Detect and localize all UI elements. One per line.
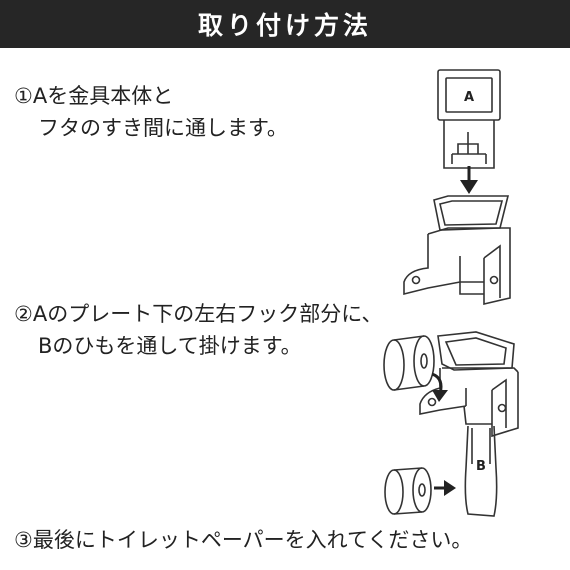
step-1-instructions: ①Aを金具本体と フタのすき間に通します。 <box>14 80 288 144</box>
curved-arrow-icon <box>431 372 448 402</box>
header-bar: 取り付け方法 <box>0 0 570 48</box>
arrow-right-icon <box>434 480 456 496</box>
label-b: B <box>476 459 486 474</box>
strap-b-icon <box>464 425 498 517</box>
step-1-line-1: ①Aを金具本体と <box>14 84 174 108</box>
step-2-instructions: ②Aのプレート下の左右フック部分に、 Bのひもを通して掛けます。 <box>14 298 383 362</box>
toilet-roll-bottom-icon <box>384 467 432 515</box>
step-2-line-2: Bのひもを通して掛けます。 <box>38 334 302 358</box>
step-3-instructions: ③最後にトイレットペーパーを入れてください。 <box>14 524 472 556</box>
bracket-lid-icon <box>403 195 511 306</box>
bracket-with-plate-icon <box>419 331 519 438</box>
label-a: A <box>464 90 474 105</box>
arrow-down-icon <box>460 166 478 194</box>
toilet-roll-top-icon <box>383 335 435 391</box>
step-2-line-1: ②Aのプレート下の左右フック部分に、 <box>14 302 383 326</box>
page-title: 取り付け方法 <box>197 11 372 40</box>
step-3-line-1: ③最後にトイレットペーパーを入れてください。 <box>14 528 473 552</box>
illustration-step-2: B <box>383 331 519 517</box>
illustration-step-1: A <box>403 69 511 306</box>
plate-a-icon <box>437 69 501 169</box>
step-1-line-2: フタのすき間に通します。 <box>38 116 288 140</box>
